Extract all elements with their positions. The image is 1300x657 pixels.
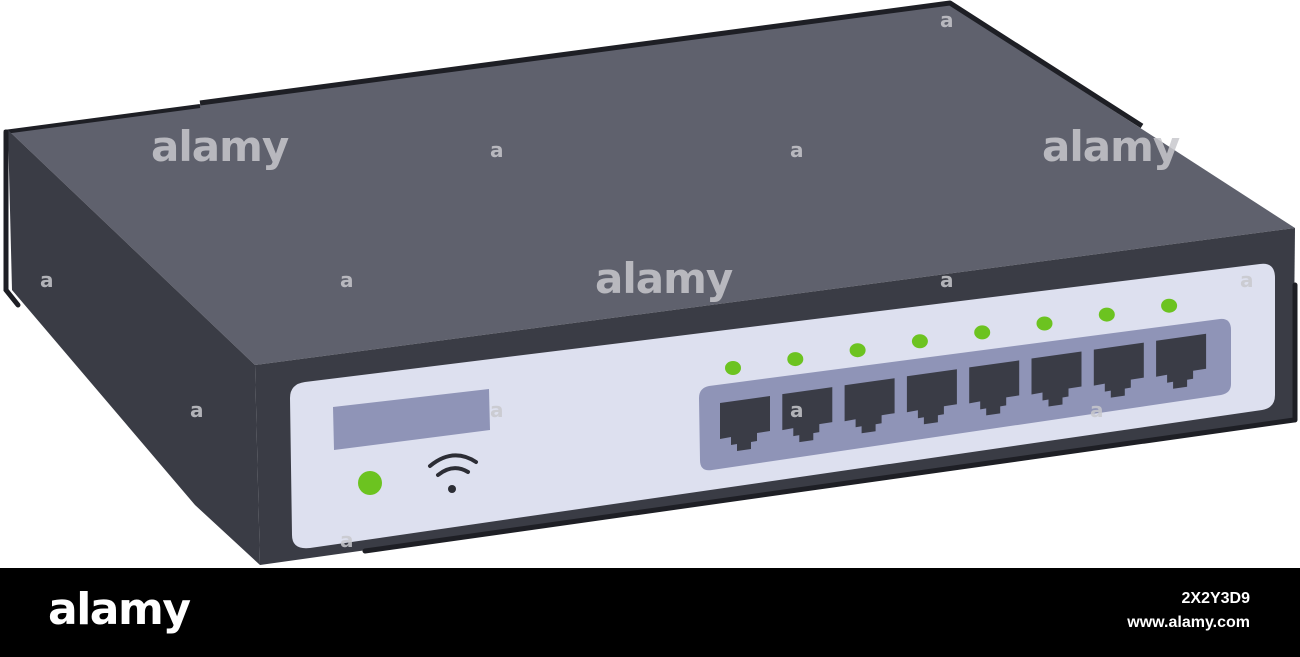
watermark-mark: a [340,528,353,552]
port-led [1036,316,1053,331]
switch-bottom-edge [362,417,1297,554]
port-led [974,325,991,340]
port-led [1098,307,1115,322]
switch-top-panel [8,5,1295,365]
watermark-mark: a [490,398,503,422]
port-led [725,361,741,375]
watermark-logo: alamy [151,122,289,171]
watermark-logo: alamy [1042,122,1180,171]
watermark-mark: a [940,8,953,32]
watermark-mark: a [190,398,203,422]
port-led [849,343,866,358]
watermark-logo: alamy [595,254,733,303]
watermark-mark: a [790,138,803,162]
port-led [787,352,804,367]
wifi-icon [428,453,478,493]
port-led [911,334,928,349]
ethernet-port [844,378,895,434]
ethernet-port [906,369,957,425]
watermark-mark: a [490,138,503,162]
watermark-mark: a [1240,268,1253,292]
display-window [333,389,490,450]
switch-left-side [8,130,260,565]
footer-url: www.alamy.com [1127,614,1250,631]
power-led [358,471,382,495]
ethernet-port [1031,351,1082,407]
footer-logo: alamy [48,584,191,635]
watermark-mark: a [340,268,353,292]
port-led [1161,298,1178,313]
ethernet-ports [720,333,1207,451]
switch-top-edge [199,0,1144,129]
ethernet-port [782,387,833,443]
ethernet-port [1156,333,1207,389]
footer-bar: alamy 2X2Y3D9 www.alamy.com [0,568,1300,657]
watermark-mark: a [790,398,803,422]
network-switch-illustration [3,0,1298,565]
switch-back-edge [3,104,201,134]
watermark-mark: a [940,268,953,292]
port-leds [725,298,1178,375]
watermark-mark: a [1090,398,1103,422]
watermark-mark: a [40,268,53,292]
image-id: 2X2Y3D9 [1181,590,1251,607]
ethernet-port [720,396,770,451]
ethernet-port [969,360,1020,416]
ethernet-port [1093,342,1144,398]
switch-left-edge [3,129,21,308]
